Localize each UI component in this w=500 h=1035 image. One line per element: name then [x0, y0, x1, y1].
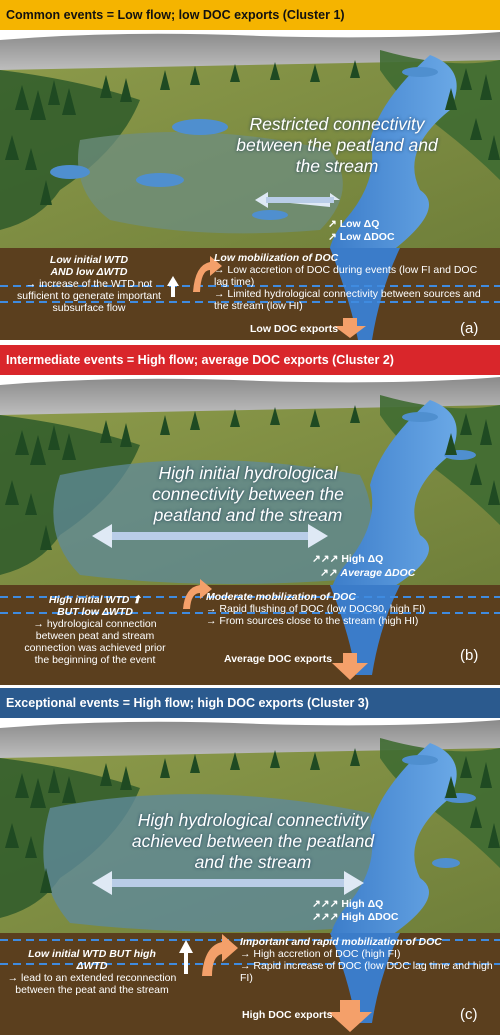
up-arrow-icon: ↗↗	[320, 567, 338, 579]
panel-a-mobilization-line1: → Low accretion of DOC during events (lo…	[214, 264, 478, 288]
panel-b-mobilization-text: Moderate mobilization of DOC → Rapid flu…	[206, 591, 491, 627]
up-arrow-icon: ↗↗↗	[312, 898, 339, 910]
panel-c-exports: High DOC exports	[242, 1009, 333, 1021]
panel-c-wtd-line3: → lead to an extended reconnection betwe…	[7, 972, 177, 996]
panel-b: High initial hydrological connectivity b…	[0, 375, 500, 688]
panel-c-label: (c)	[460, 1006, 478, 1023]
panel-b-wtd-line1-text: High initial WTD	[48, 594, 130, 606]
panel-b-mobilization-line1: → Rapid flushing of DOC (low DOC90, high…	[206, 603, 426, 615]
panel-a-mobilization-text: Low mobilization of DOC → Low accretion …	[214, 252, 484, 312]
up-arrow-icon: ↗↗↗	[312, 553, 339, 565]
panel-a-exports: Low DOC exports	[250, 323, 339, 335]
panel-b-indicator-dq-text: High ΔQ	[341, 553, 384, 565]
panel-c-mobilization-line1: → High accretion of DOC (high FI)	[240, 948, 401, 960]
panel-a-landscape	[0, 32, 500, 340]
panel-c-connectivity-text: High hydrological connectivity achieved …	[131, 810, 375, 872]
header-cluster-2: Intermediate events = High flow; average…	[0, 345, 500, 375]
panel-c-wtd-line1: Low initial WTD BUT high	[28, 948, 156, 960]
up-arrow-icon: ⬆	[132, 594, 142, 606]
panel-c: High hydrological connectivity achieved …	[0, 718, 500, 1035]
up-arrow-icon: ↗↗↗	[312, 911, 339, 923]
panel-a-indicator-ddoc: ↗ Low ΔDOC	[328, 231, 395, 243]
panel-b-indicator-ddoc-text: Average ΔDOC	[340, 567, 416, 579]
header-cluster-1: Common events = Low flow; low DOC export…	[0, 0, 500, 30]
panel-b-mobilization-title: Moderate mobilization of DOC	[206, 591, 356, 603]
panel-b-indicator-dq: ↗↗↗ High ΔQ	[312, 553, 383, 565]
panel-b-wtd-line3: → hydrological connection between peat a…	[24, 618, 166, 666]
panel-c-mobilization-line2: → Rapid increase of DOC (low DOC lag tim…	[240, 960, 493, 984]
panel-b-wtd-line2: BUT low ΔWTD	[57, 606, 133, 618]
panel-c-mobilization-title: Important and rapid mobilization of DOC	[240, 936, 442, 948]
panel-a-wtd-line3: → increase of the WTD not sufficient to …	[17, 278, 161, 314]
up-arrow-icon: ↗	[328, 218, 337, 230]
panel-b-mobilization-line2: → From sources close to the stream (high…	[206, 615, 419, 627]
panel-a-indicator-ddoc-text: Low ΔDOC	[339, 231, 395, 243]
panel-a-connectivity-text: Restricted connectivity between the peat…	[236, 114, 438, 176]
panel-b-exports: Average DOC exports	[224, 653, 333, 665]
header-cluster-1-text: Common events = Low flow; low DOC export…	[6, 8, 345, 22]
up-arrow-icon: ↗	[328, 231, 337, 243]
panel-b-wtd-text: High initial WTD ⬆ BUT low ΔWTD → hydrol…	[20, 594, 170, 666]
panel-c-wtd-text: Low initial WTD BUT high ΔWTD → lead to …	[6, 948, 178, 996]
panel-a-mobilization-line2: → Limited hydrological connectivity betw…	[214, 288, 481, 312]
panel-a: Restricted connectivity between the peat…	[0, 30, 500, 345]
header-cluster-2-text: Intermediate events = High flow; average…	[6, 353, 394, 367]
panel-c-indicator-dq: ↗↗↗ High ΔQ	[312, 898, 383, 910]
panel-a-wtd-line2: AND low ΔWTD	[50, 266, 128, 278]
panel-b-landscape	[0, 377, 500, 685]
panel-c-wtd-line2: ΔWTD	[76, 960, 108, 972]
panel-c-indicator-ddoc-text: High ΔDOC	[341, 911, 399, 923]
panel-a-wtd-text: Low initial WTD AND low ΔWTD → increase …	[14, 254, 164, 314]
panel-c-mobilization-text: Important and rapid mobilization of DOC …	[240, 936, 495, 984]
panel-b-connectivity-text: High initial hydrological connectivity b…	[152, 463, 344, 525]
panel-a-label: (a)	[460, 320, 479, 337]
panel-b-wtd-line1: High initial WTD ⬆	[20, 594, 170, 606]
header-cluster-3-text: Exceptional events = High flow; high DOC…	[6, 696, 369, 710]
panel-a-wtd-line1: Low initial WTD	[49, 254, 129, 266]
panel-c-indicator-dq-text: High ΔQ	[341, 898, 384, 910]
panel-a-indicator-dq-text: Low ΔQ	[339, 218, 380, 230]
panel-a-indicator-dq: ↗ Low ΔQ	[328, 218, 379, 230]
panel-c-landscape	[0, 720, 500, 1035]
panel-b-label: (b)	[460, 647, 479, 664]
header-cluster-3: Exceptional events = High flow; high DOC…	[0, 688, 500, 718]
panel-b-indicator-ddoc: ↗↗ Average ΔDOC	[320, 567, 415, 579]
panel-a-mobilization-title: Low mobilization of DOC	[214, 252, 339, 264]
panel-c-indicator-ddoc: ↗↗↗ High ΔDOC	[312, 911, 398, 923]
